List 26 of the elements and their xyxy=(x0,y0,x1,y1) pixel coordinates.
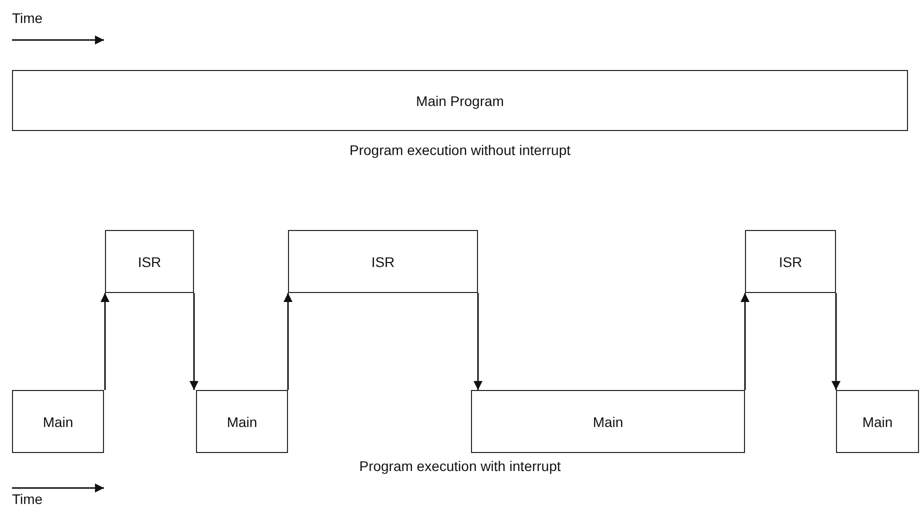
axis-label: Time xyxy=(12,10,43,26)
arrow xyxy=(740,293,750,390)
arrow xyxy=(284,293,292,390)
process-box xyxy=(12,390,104,453)
arrow xyxy=(190,293,198,390)
program-box xyxy=(12,70,908,131)
node-label: Main xyxy=(862,414,893,430)
arrow xyxy=(474,293,482,390)
node-label: Main xyxy=(226,414,258,430)
caption: Program execution without interrupt xyxy=(350,142,570,158)
arrow xyxy=(832,293,840,390)
process-box xyxy=(745,230,836,293)
process-box xyxy=(105,230,194,293)
node-label: ISR xyxy=(778,254,802,270)
node-label: Main xyxy=(42,414,74,430)
node-label: ISR xyxy=(138,254,162,270)
process-box xyxy=(471,390,745,453)
node-label: Main xyxy=(592,414,624,430)
process-box xyxy=(288,230,478,293)
axis-label: Time xyxy=(12,491,43,507)
process-box xyxy=(196,390,288,453)
process-box xyxy=(836,390,919,453)
arrow xyxy=(100,293,110,390)
caption: Program execution with interrupt xyxy=(359,458,561,474)
node-label: ISR xyxy=(371,254,395,270)
node-label: Main Program xyxy=(416,92,504,108)
